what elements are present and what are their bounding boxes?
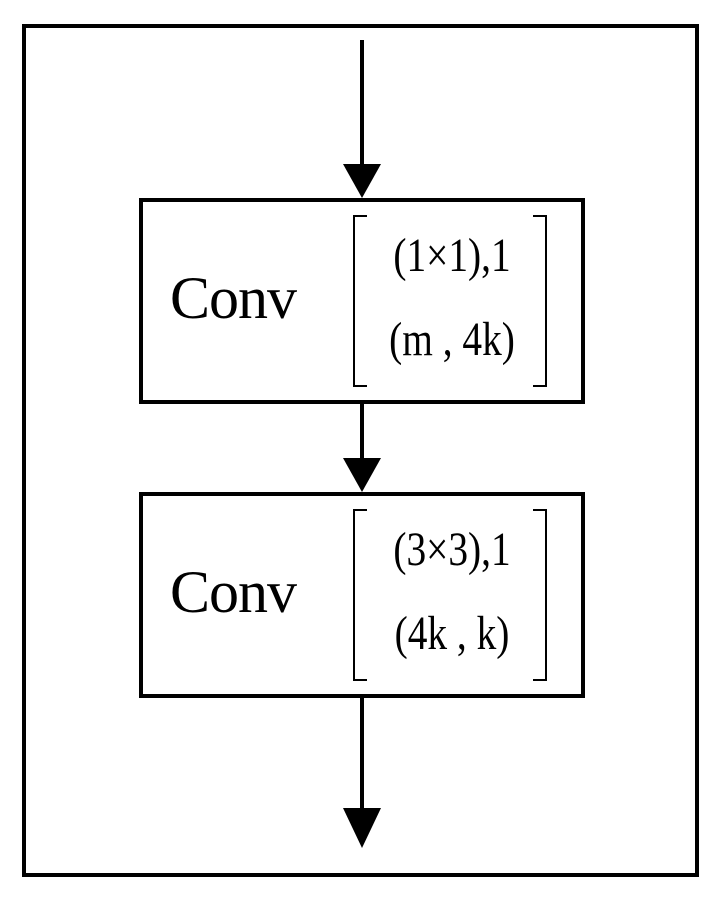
right-bracket (533, 509, 547, 681)
right-bracket (533, 215, 547, 387)
channel-mapping: (m , 4k) (389, 313, 515, 366)
conv-block-1x1: Conv (1×1),1 (m , 4k) (139, 198, 585, 404)
conv-label: Conv (170, 265, 297, 331)
input-arrow (343, 40, 381, 198)
kernel-size-stride: (1×1),1 (393, 229, 511, 282)
outer-frame (22, 24, 699, 877)
kernel-size-stride: (3×3),1 (393, 523, 511, 576)
left-bracket (353, 509, 367, 681)
conv-label: Conv (170, 559, 297, 625)
conv-block-3x3: Conv (3×3),1 (4k , k) (139, 492, 585, 698)
connecting-arrow (343, 404, 381, 492)
output-arrow (343, 698, 381, 848)
left-bracket (353, 215, 367, 387)
channel-mapping: (4k , k) (394, 607, 510, 660)
